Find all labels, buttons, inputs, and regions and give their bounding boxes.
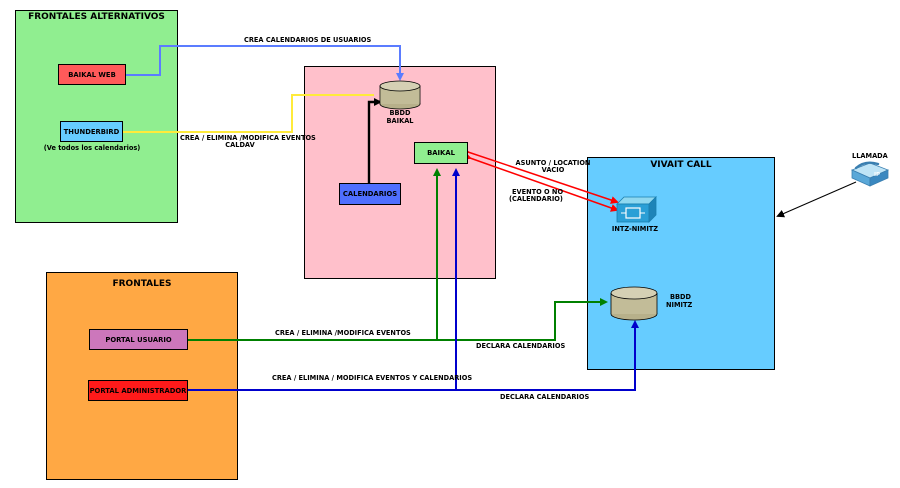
edge-label-declara-calendarios-2: DECLARA CALENDARIOS (500, 393, 590, 401)
vivait-call-title: VIVAIT CALL (650, 160, 712, 170)
calendarios-node: CALENDARIOS (339, 183, 401, 205)
frontales-title: FRONTALES (112, 279, 172, 289)
edge-thunderbird-to-bbdd (123, 94, 374, 133)
bbdd-nimitz-cylinder (610, 286, 658, 321)
edge-portal-usuario-to-nimitz (437, 298, 608, 341)
edge-llamada-to-vivait (776, 181, 857, 218)
intz-router-icon (616, 196, 657, 223)
frontales-alternativos-panel (15, 10, 178, 223)
edge-baikal-to-intz-2 (463, 152, 619, 212)
edge-label-caldav-2: CALDAV (225, 141, 255, 149)
frontales-panel (46, 272, 238, 480)
edge-baikal-web-to-bbdd (126, 45, 404, 81)
svg-text:IP: IP (874, 172, 880, 178)
edge-label-asunto-2: VACIO (541, 166, 565, 174)
thunderbird-note: (Ve todos los calendarios) (43, 144, 141, 152)
edge-label-crea-calendarios-usuarios: CREA CALENDARIOS DE USUARIOS (244, 36, 372, 44)
bbdd-baikal-cylinder (379, 80, 421, 110)
edge-label-caldav-1: CREA / ELIMINA /MODIFICA EVENTOS (180, 134, 316, 142)
frontales-alternativos-title: FRONTALES ALTERNATIVOS (28, 12, 165, 22)
edge-label-asunto-1: ASUNTO / LOCATION (515, 159, 591, 167)
thunderbird-node: THUNDERBIRD (60, 121, 123, 142)
bbdd-nimitz-label-2: NIMITZ (666, 301, 693, 309)
bbdd-nimitz-label-1: BBDD (670, 293, 691, 301)
portal-administrador-node: PORTAL ADMINISTRADOR (88, 380, 188, 401)
bbdd-baikal-label-1: BBDD (389, 109, 411, 117)
portal-usuario-node: PORTAL USUARIO (89, 329, 188, 350)
bbdd-baikal-label-2: BAIKAL (386, 117, 414, 125)
intz-nimitz-label: INTZ-NIMITZ (611, 225, 659, 233)
phone-icon: IP (850, 161, 890, 187)
baikal-web-node: BAIKAL WEB (58, 64, 126, 85)
llamada-label: LLAMADA (852, 152, 888, 160)
edge-label-evento-2: (CALENDARIO) (509, 195, 563, 203)
edge-calendarios-to-bbdd (367, 98, 382, 183)
baikal-node: BAIKAL (414, 142, 468, 164)
edge-label-declara-calendarios-1: DECLARA CALENDARIOS (476, 342, 566, 350)
edge-label-portal-usuario-eventos: CREA / ELIMINA /MODIFICA EVENTOS (275, 329, 411, 337)
edge-portal-admin-to-nimitz (456, 320, 639, 391)
edge-label-portal-admin-eventos: CREA / ELIMINA / MODIFICA EVENTOS Y CALE… (272, 374, 473, 382)
edge-label-evento-1: EVENTO O NO (512, 188, 564, 196)
